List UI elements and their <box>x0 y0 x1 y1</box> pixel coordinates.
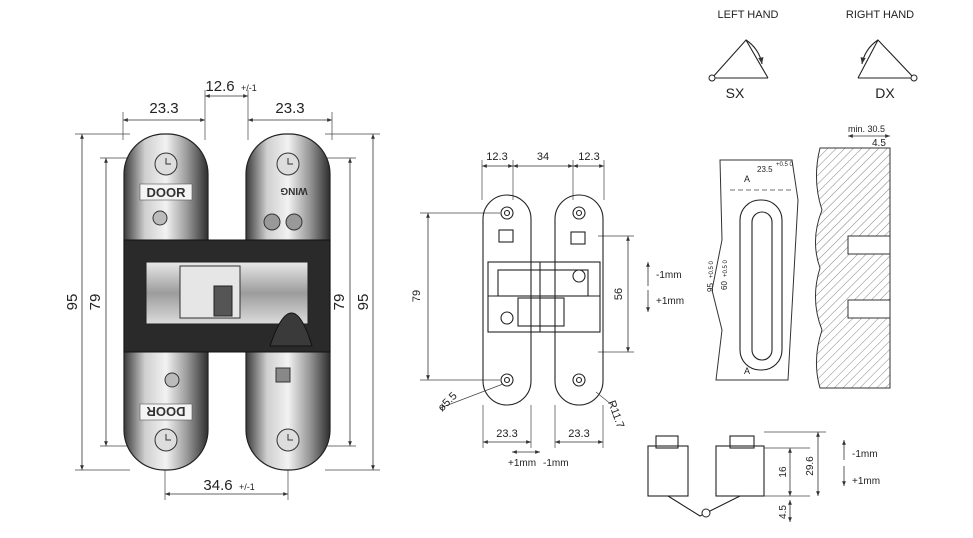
dim-top-left: 23.3 <box>149 100 178 117</box>
section-a-top: A <box>744 174 750 184</box>
dim-bottom: 34.6 <box>203 477 232 494</box>
side-right-body <box>715 445 765 497</box>
dim-top-center-tol: +/-1 <box>241 83 257 93</box>
wing-label: WING <box>280 185 307 196</box>
left-hand-title: LEFT HAND <box>718 9 779 21</box>
front-drawing: 12.3 34 12.3 79 56 -1mm +1mm <box>411 151 684 469</box>
section-dim-60-tol: +0.5 0 <box>723 259 729 277</box>
side-dim-16: 16 <box>778 466 789 478</box>
front-lateral-plus: +1mm <box>508 458 536 469</box>
front-dim-79: 79 <box>411 290 423 302</box>
front-adj-minus: -1mm <box>656 270 682 281</box>
front-adj-plus: +1mm <box>656 296 684 307</box>
wood-section <box>814 147 891 389</box>
front-dim-top-right: 12.3 <box>578 151 599 163</box>
left-hand-code: SX <box>726 85 745 101</box>
dim-right-inner: 79 <box>331 294 348 311</box>
dim-left-inner: 79 <box>87 294 104 311</box>
front-right-plate <box>554 194 604 406</box>
dim-bottom-tol: +/-1 <box>239 482 255 492</box>
dim-right-outer: 95 <box>355 294 372 311</box>
section-dim-45: 4.5 <box>872 138 886 149</box>
door-label-top: DOOR <box>147 185 187 200</box>
front-dim-bottom-left: 23.3 <box>496 428 517 440</box>
front-hole-dia: ø5.5 <box>436 390 460 414</box>
front-left-plate <box>482 194 532 406</box>
side-left-body <box>647 445 689 497</box>
front-radius: R11.7 <box>605 399 626 430</box>
side-drawing: 16 29.6 4.5 -1mm +1mm <box>647 431 880 522</box>
side-adj-minus: -1mm <box>852 449 878 460</box>
side-dim-45: 4.5 <box>778 505 789 519</box>
dim-left-outer: 95 <box>64 294 81 311</box>
front-mechanism <box>487 261 601 333</box>
recess-slot <box>739 199 783 371</box>
recess-outline <box>711 159 799 381</box>
section-dim-60: 60 <box>720 281 729 290</box>
front-dim-56: 56 <box>613 288 625 300</box>
side-adj-plus: +1mm <box>852 476 880 487</box>
section-dim-235: 23.5 <box>757 165 773 174</box>
side-dim-296: 29.6 <box>805 456 816 476</box>
section-dim-95-tol: +0.5 0 <box>709 260 715 278</box>
section-drawing: min. 30.5 4.5 23.5 +0.5 0 95 +0.5 0 60 +… <box>706 124 891 389</box>
hinge-photo: 23.3 12.6 +/-1 23.3 95 79 79 95 34.6 +/-… <box>64 78 380 500</box>
front-lateral-minus: -1mm <box>543 458 569 469</box>
dim-top-right: 23.3 <box>275 100 304 117</box>
section-a-bottom: A <box>744 366 750 376</box>
section-min-label: min. 30.5 <box>848 124 885 134</box>
front-dim-top-center: 34 <box>537 151 549 163</box>
hand-diagrams: LEFT HAND SX RIGHT HAND DX <box>708 9 918 101</box>
section-dim-235-tol: +0.5 0 <box>776 162 794 168</box>
right-hand-title: RIGHT HAND <box>846 9 914 21</box>
right-hand-code: DX <box>875 85 895 101</box>
door-label-bottom: DOOR <box>146 404 186 419</box>
front-dim-top-left: 12.3 <box>486 151 507 163</box>
section-dim-95: 95 <box>706 283 715 292</box>
dim-top-center: 12.6 <box>205 78 234 95</box>
front-dim-bottom-right: 23.3 <box>568 428 589 440</box>
